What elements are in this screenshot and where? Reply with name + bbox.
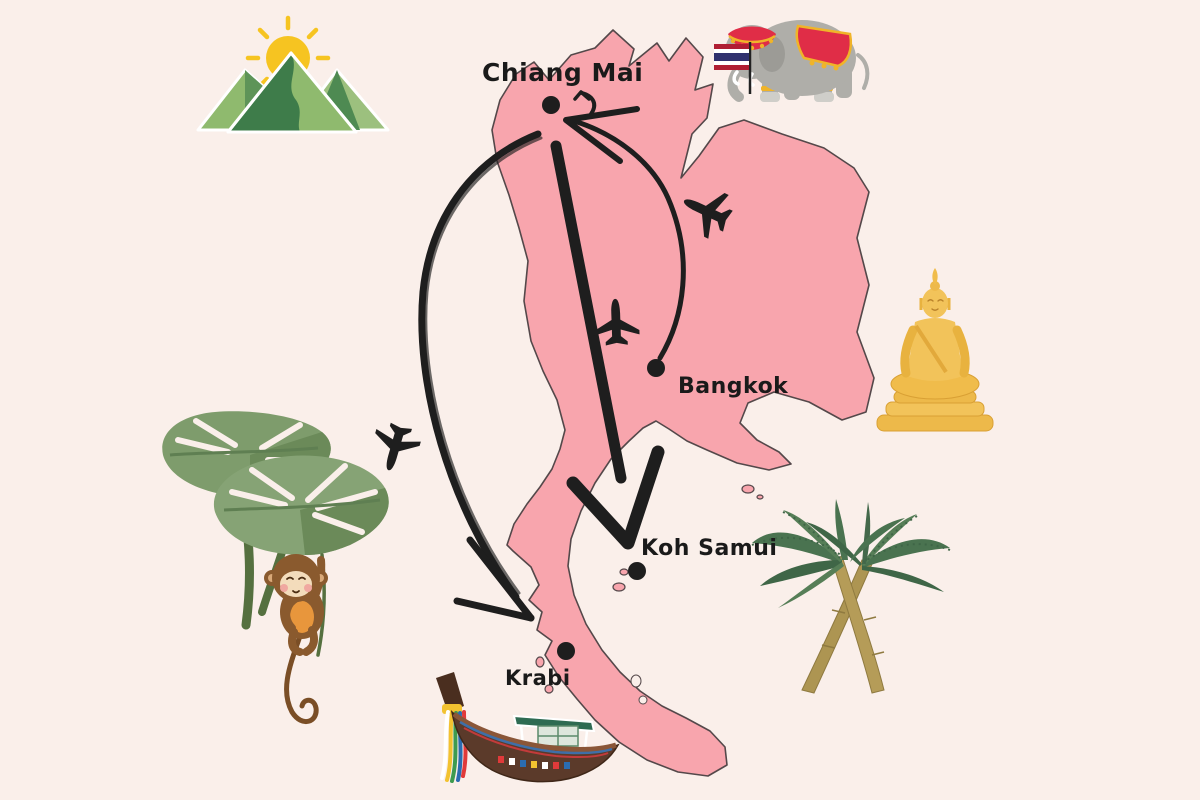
bangkok-dot <box>647 359 665 377</box>
route-arrows <box>418 90 686 622</box>
monkey-leg <box>302 626 318 656</box>
buddha-left-arm <box>900 325 918 378</box>
mountains-icon <box>196 51 390 134</box>
krabi-label: Krabi <box>505 666 571 690</box>
chiang-mai-dot <box>542 96 560 114</box>
city-dots <box>542 96 665 660</box>
mountains-sun-illustration <box>196 15 390 134</box>
lakes <box>630 674 648 705</box>
thailand-outline <box>491 29 875 777</box>
elephant-saddle-blanket <box>795 24 853 68</box>
palm-trees-illustration <box>751 499 951 694</box>
monkey-belly <box>290 601 314 633</box>
longtail-boat-illustration <box>436 672 620 783</box>
route-bangkok-chiangmai <box>563 90 686 361</box>
boat-bow-post <box>436 672 464 713</box>
saddle-tassels <box>809 60 839 71</box>
canopy-post <box>583 730 589 750</box>
monstera-monkey-illustration <box>162 411 389 724</box>
buddha-topknot <box>930 281 940 291</box>
buddha-base-bottom <box>876 414 994 432</box>
palm-trunk <box>831 555 885 694</box>
monkey <box>264 554 328 724</box>
koh-samui-label: Koh Samui <box>641 536 778 561</box>
krabi-dot <box>557 642 575 660</box>
trunk-rings <box>821 609 885 656</box>
thailand-map <box>491 29 875 777</box>
palm-fronds <box>751 499 951 608</box>
buddha-flame-ushnisha <box>932 268 938 285</box>
buddha-base-middle <box>885 401 985 417</box>
route-chiangmai-kohsamui <box>550 140 665 550</box>
bangkok-label: Bangkok <box>678 374 789 399</box>
route-chiangmai-krabi <box>418 130 543 622</box>
monstera-leaf-right <box>213 455 389 555</box>
buddha-head <box>922 288 948 318</box>
hull-red-stripe <box>463 727 609 758</box>
monkey-leg <box>288 628 304 656</box>
thai-flag-icon <box>714 44 749 70</box>
golden-buddha-illustration <box>876 268 994 432</box>
plane-icon <box>366 419 424 477</box>
elephant-tail <box>856 53 870 90</box>
monkey-tail <box>284 633 319 724</box>
islands <box>535 484 764 694</box>
elephant-with-thai-flag-illustration <box>714 20 870 102</box>
hull-rim <box>452 711 617 752</box>
hull-blue-stripe <box>459 720 613 755</box>
hull-flags <box>498 756 570 769</box>
buddha-face <box>927 299 944 311</box>
chiang-mai-label: Chiang Mai <box>482 58 644 87</box>
buddha-right-arm <box>952 325 970 378</box>
head-cloth-trim <box>728 34 776 44</box>
koh-samui-dot <box>628 562 646 580</box>
monkey-arm <box>281 596 296 632</box>
buddha-robe-sash <box>914 324 948 374</box>
